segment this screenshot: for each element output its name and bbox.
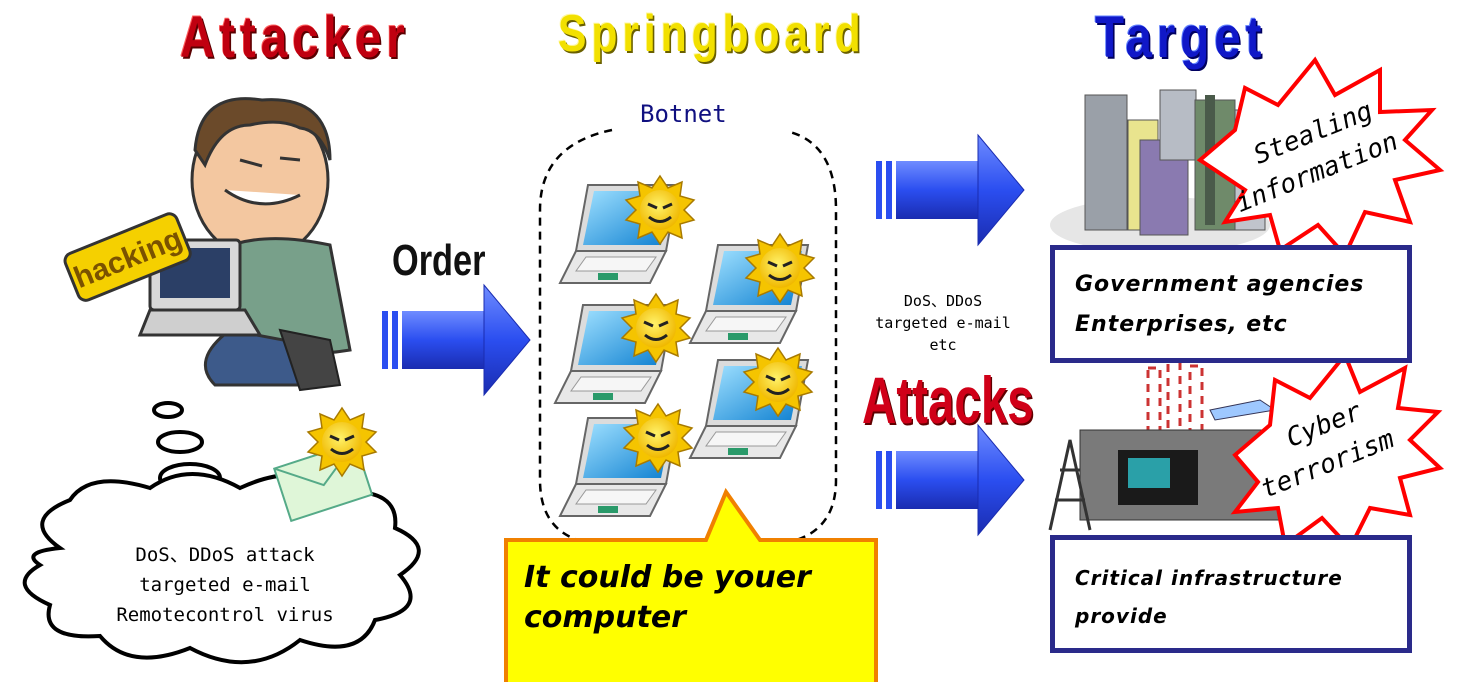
heading-target: Target xyxy=(1095,5,1267,70)
infrastructure-illustration xyxy=(1048,358,1281,531)
attack-method-2: targeted e-mail xyxy=(875,314,1011,332)
attack-method-1: DoS、DDoS xyxy=(903,292,983,310)
cloud-line-3: Remotecontrol virus xyxy=(116,604,334,626)
attack-method-3: etc xyxy=(929,336,957,354)
target-box-critical: Critical infrastructure provide xyxy=(1050,535,1412,653)
cloud-line-1: DoS、DDoS attack xyxy=(135,544,315,566)
target-gov-line2: Enterprises, etc xyxy=(1075,312,1288,337)
cloud-text: DoS、DDoS attack targeted e-mail Remoteco… xyxy=(60,540,390,630)
botnet-boundary xyxy=(538,128,838,547)
target-gov-line1: Government agencies xyxy=(1075,272,1365,297)
order-label: Order xyxy=(392,236,486,285)
target-crit-line1: Critical infrastructure xyxy=(1075,566,1343,590)
burst-stealing-information: Stealing information xyxy=(1196,56,1445,259)
heading-springboard: Springboard xyxy=(558,5,866,63)
cloud-shape xyxy=(22,472,421,665)
botnet-computers xyxy=(554,174,816,517)
attacks-label: Attacks xyxy=(862,363,1034,437)
callout-line-2: computer xyxy=(524,600,686,635)
target-box-government: Government agencies Enterprises, etc xyxy=(1050,245,1412,363)
burst-cyber-terrorism: Cyber terrorism xyxy=(1230,351,1445,552)
attack-arrow-top xyxy=(875,134,1025,246)
attack-methods: DoS、DDoS targeted e-mail etc xyxy=(858,290,1028,356)
callout-bubble xyxy=(504,487,878,682)
order-arrow xyxy=(381,284,531,396)
callout-line-1: It could be youer xyxy=(524,560,811,595)
target-crit-line2: provide xyxy=(1075,604,1168,628)
cloud-line-2: targeted e-mail xyxy=(139,574,311,596)
attack-arrow-bottom xyxy=(875,424,1025,536)
hacker-illustration: hacking xyxy=(63,97,352,392)
heading-attacker: Attacker xyxy=(180,5,410,70)
botnet-label: Botnet xyxy=(640,100,727,128)
